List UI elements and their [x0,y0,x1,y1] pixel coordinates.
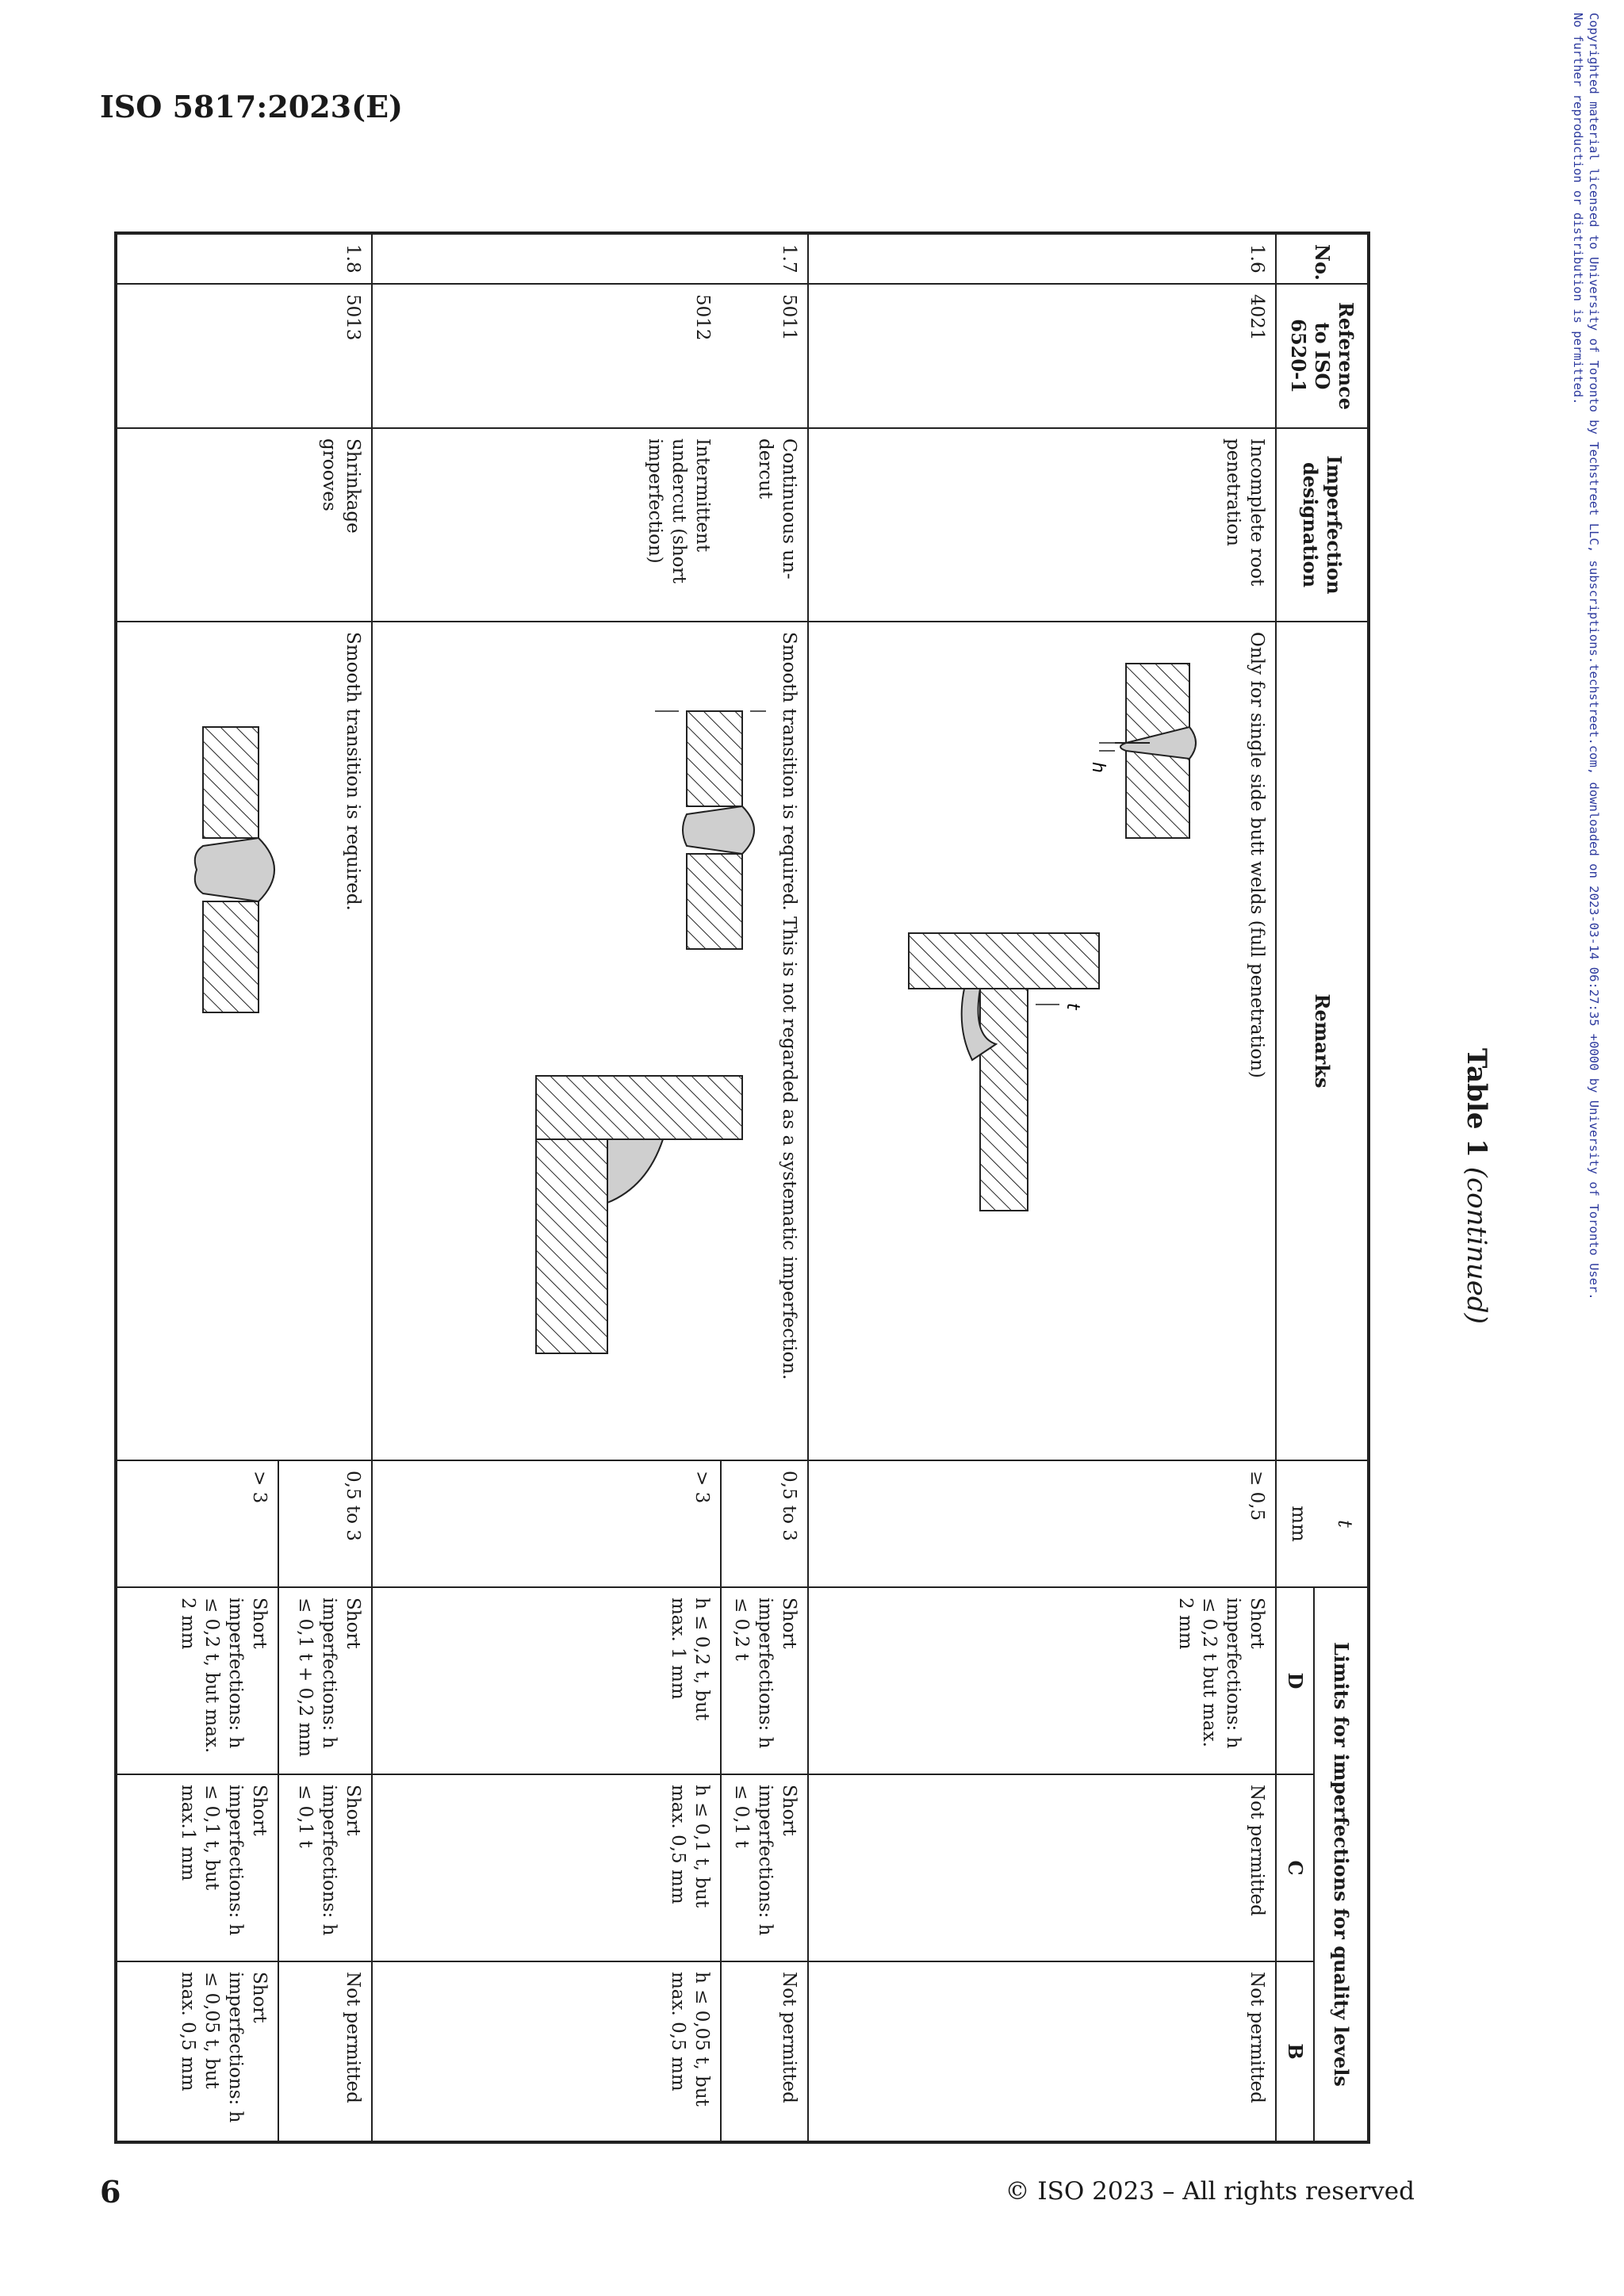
cell-remarks: Smooth transition is required. [116,622,372,1460]
remarks-text: Smooth transition is required. [343,632,363,911]
table-header-row: No. Reference to ISO 6520-1 Imperfection… [1276,233,1369,2143]
cell-t: 0,5 to 3 [278,1460,372,1587]
table-caption-continued: (continued) [1461,1166,1492,1324]
copyright-notice-line1: Copyrighted material licensed to Univers… [1587,13,1601,1300]
table-row: 1.7 5011 Continuous un-dercut Smooth tra… [372,233,808,2143]
shrinkage-groove-figure [193,726,275,1013]
page-number: 6 [100,2174,121,2210]
cell-level-c: Not permitted [808,1774,1276,1961]
header-remarks: Remarks [1276,622,1369,1460]
document-title: ISO 5817:2023(E) [100,89,404,124]
copyright-footer: © ISO 2023 – All rights reserved [1005,2177,1415,2206]
header-level-b: B [1276,1961,1314,2143]
copyright-notice-line2: No further reproduction or distribution … [1571,13,1585,405]
cell-designation: Shrinkage grooves [116,428,372,622]
cell-t: ≥ 0,5 [808,1460,1276,1587]
cell-reference: 5013 [116,284,372,428]
cell-no: 1.8 [116,233,372,284]
table-row: 1.8 5013 Shrinkage grooves Smooth transi… [116,233,372,2143]
fig-label-t: t [1063,1003,1082,1011]
cell-level-d: Short imperfections: h ≤ 0,2 t but max. … [808,1587,1276,1774]
cell-level-b: Not permitted [278,1961,372,2143]
header-designation: Imperfection designation [1276,428,1369,622]
cell-level-c: h ≤ 0,1 t, but max. 0,5 mm [372,1774,721,1961]
imperfection-table: No. Reference to ISO 6520-1 Imperfection… [114,232,1370,2145]
undercut-figure [535,710,766,1354]
incomplete-root-penetration-figure: h t [908,663,1197,1211]
cell-reference: 5011 [721,284,808,428]
cell-reference: 4021 [808,284,1276,428]
copyright-notice: Copyrighted material licensed to Univers… [1570,13,1602,1836]
header-level-d: D [1276,1587,1314,1774]
header-level-c: C [1276,1774,1314,1961]
rotated-table-page: Table 1 (continued) No. Reference to ISO… [114,232,1492,2145]
cell-designation: Continuous un-dercut [721,428,808,622]
remarks-text: Smooth transition is required. This is n… [779,632,799,1380]
table-caption-label: Table 1 [1461,1048,1492,1158]
table-row: 1.6 4021 Incomplete root penetration Onl… [808,233,1276,2143]
cell-level-d: h ≤ 0,2 t, but max. 1 mm [372,1587,721,1774]
cell-designation: Incomplete root penetration [808,428,1276,622]
cell-level-c: Short imperfections: h ≤ 0,1 t [721,1774,808,1961]
cell-level-b: h ≤ 0,05 t, but max. 0,5 mm [372,1961,721,2143]
remarks-text: Only for single side butt welds (full pe… [1247,632,1267,1078]
cell-level-b: Short imperfections: h ≤ 0,05 t, but max… [116,1961,278,2143]
cell-no: 1.7 [372,233,808,284]
cell-t: > 3 [116,1460,278,1587]
cell-designation: Intermittent undercut (short imperfectio… [372,428,721,622]
header-limits: Limits for imperfections for quality lev… [1314,1587,1369,2143]
header-t-symbol: t [1334,1520,1356,1528]
cell-remarks: Smooth transition is required. This is n… [372,622,808,1460]
cell-t: > 3 [372,1460,721,1587]
header-t: t mm [1276,1460,1369,1587]
cell-level-b: Not permitted [808,1961,1276,2143]
cell-level-d: Short imperfections: h ≤ 0,2 t, but max.… [116,1587,278,1774]
cell-level-c: Short imperfections: h ≤ 0,1 t [278,1774,372,1961]
cell-level-c: Short imperfections: h ≤ 0,1 t, but max.… [116,1774,278,1961]
cell-reference: 5012 [372,284,721,428]
cell-level-d: Short imperfections: h ≤ 0,1 t + 0,2 mm [278,1587,372,1774]
cell-t: 0,5 to 3 [721,1460,808,1587]
cell-remarks: Only for single side butt welds (full pe… [808,622,1276,1460]
header-no: No. [1276,233,1369,284]
cell-level-b: Not permitted [721,1961,808,2143]
header-t-unit: mm [1288,1506,1310,1542]
cell-level-d: Short imperfections: h ≤ 0,2 t [721,1587,808,1774]
fig-label-h: h [1088,762,1108,773]
cell-no: 1.6 [808,233,1276,284]
table-caption: Table 1 (continued) [1461,232,1492,2141]
header-reference: Reference to ISO 6520-1 [1276,284,1369,428]
